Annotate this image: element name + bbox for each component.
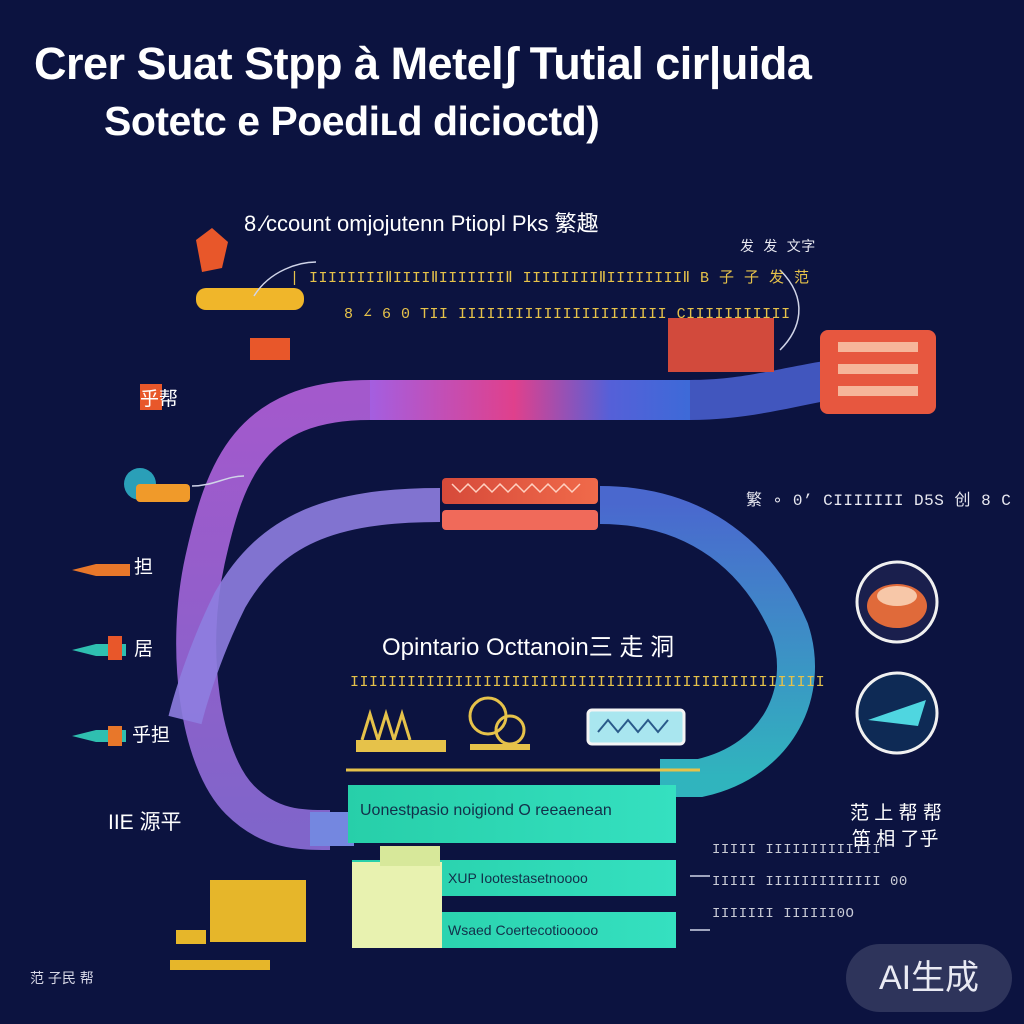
side-label-b: 居 xyxy=(134,639,154,660)
side-label-d: 乎帮 xyxy=(140,389,179,410)
bar-3-label: Wsaed Coertecotiooooo xyxy=(448,922,599,938)
capsule-pattern xyxy=(451,482,581,494)
lower-right-ticker-2: 笛 相 了乎 xyxy=(852,829,939,850)
arrow-icon xyxy=(72,564,130,746)
module-stripe-1 xyxy=(838,342,918,352)
connector-3 xyxy=(779,269,800,351)
right-loop-band xyxy=(599,486,815,797)
diagram-title-line-1: Crer Suat Stpp à Metelʃ Tutial cir|uida xyxy=(34,38,812,89)
truck-icon xyxy=(170,880,306,970)
ai-generated-watermark: AI生成 xyxy=(846,944,1012,1012)
middle-capsule-top xyxy=(442,478,598,504)
crown-icon xyxy=(356,708,446,752)
lower-right-ticker-5: IIIIIII IIIIII0O xyxy=(712,906,855,922)
diagram-title-line-2: Sotetc e Poediʟd dicioctd) xyxy=(104,98,600,144)
lower-right-ticker-1: 范 上 帮 帮 xyxy=(850,803,942,824)
bar-1-label: Uonestpasio noigiond O reeaenean xyxy=(360,802,612,819)
bar-2-label: XUP Iootestasetnoooo xyxy=(448,870,588,886)
upper-section-heading: 8.⁄ccount omjojutenn Ptiopl Pks 繁趣 xyxy=(244,211,599,236)
inner-loop-band xyxy=(168,488,441,725)
lower-section-heading: Opintario Octtanoin三 走 洞 xyxy=(382,634,675,661)
bar-block-top xyxy=(380,846,440,866)
bar-block xyxy=(352,862,442,948)
module-red-left xyxy=(668,318,774,372)
cloud-icon xyxy=(468,696,530,750)
module-stripe-3 xyxy=(838,386,918,396)
connector-2 xyxy=(191,475,245,487)
lower-ticker: IIIIIIIIIIIIIIIIIIIIIIIIIIIIIIIIIIIIIIII… xyxy=(350,674,826,691)
lower-right-ticker-4: IIIII IIIIIIIIIIIII xyxy=(712,842,882,858)
side-label-e: IIE 源平 xyxy=(108,811,182,834)
upper-ticker-b: 8 ∠ 6 0 TII IIIIIIIIIIIIIIIIIIIIII CIIII… xyxy=(344,306,791,323)
top-band-flow xyxy=(690,360,830,420)
middle-capsule-bottom xyxy=(442,510,598,530)
footer-left: 范 子民 帮 xyxy=(30,970,94,986)
bottom-band-connector xyxy=(310,812,354,846)
upper-ticker-a: | IIIIIIIIⅡIIIIⅡIIIIIIIⅡ IIIIIIIIⅡIIIIII… xyxy=(290,270,810,287)
gear-icon xyxy=(586,708,686,746)
upper-right-note: 发 发 文字 xyxy=(740,240,816,256)
lower-right-ticker-3: IIIII IIIIIIIIIIIII 00 xyxy=(712,874,908,890)
outer-loop-band xyxy=(176,380,660,850)
fish-icon xyxy=(124,468,190,502)
top-band xyxy=(370,380,690,420)
side-label-a: 担 xyxy=(134,557,154,578)
middle-right-ticker: 繁 ∘ 0’ CIIIIIII D5S 创 8 C xyxy=(746,492,1012,510)
bar-1 xyxy=(348,785,676,843)
side-label-c: 乎担 xyxy=(132,725,171,746)
figure-icon xyxy=(140,228,304,410)
connector-1 xyxy=(253,261,317,297)
module-stripe-2 xyxy=(838,364,918,374)
